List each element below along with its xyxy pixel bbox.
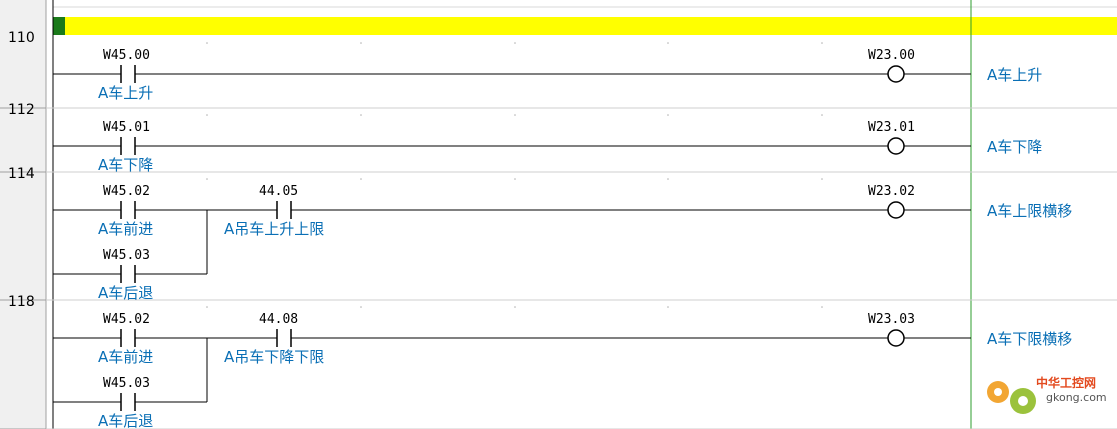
- coil-comment: A车下限横移: [987, 330, 1072, 348]
- watermark-logo: 中华工控网 gkong.com: [987, 375, 1107, 414]
- section-marker-block: [53, 17, 65, 35]
- contact-address: W45.01: [103, 120, 150, 135]
- grid-dot: [821, 42, 823, 44]
- contact-address: 44.08: [259, 312, 298, 327]
- contact-comment: A车上升: [98, 84, 153, 102]
- contact-comment: A车前进: [98, 348, 153, 366]
- contact-address: 44.05: [259, 184, 298, 199]
- contact-address: W45.00: [103, 48, 150, 63]
- contact-comment: A车下降: [98, 156, 153, 174]
- grid-dot: [206, 178, 208, 180]
- grid-dot: [667, 306, 669, 308]
- gear-icon: [987, 381, 1009, 403]
- coil-comment: A车下降: [987, 138, 1042, 156]
- grid-dot: [821, 114, 823, 116]
- coil-comment: A车上限横移: [987, 202, 1072, 220]
- rung-number: 114: [8, 166, 35, 182]
- contact-comment: A吊车上升上限: [224, 220, 324, 238]
- contact-comment: A车前进: [98, 220, 153, 238]
- contact-address: W45.03: [103, 376, 150, 391]
- contact-comment: A吊车下降下限: [224, 348, 324, 366]
- coil-address: W23.00: [868, 48, 915, 63]
- rung-number: 118: [8, 294, 35, 310]
- output-coil[interactable]: [887, 65, 905, 83]
- coil-comment: A车上升: [987, 66, 1042, 84]
- grid-dot: [360, 306, 362, 308]
- grid-dot: [821, 178, 823, 180]
- rung-number-gutter: [0, 0, 46, 429]
- section-marker-bar: [53, 17, 1117, 35]
- coil-address: W23.03: [868, 312, 915, 327]
- grid-dot: [514, 114, 516, 116]
- grid-dot: [667, 42, 669, 44]
- contact-comment: A车后退: [98, 412, 153, 429]
- grid-dot: [206, 306, 208, 308]
- watermark-url: gkong.com: [1046, 391, 1107, 404]
- rung-number: 112: [8, 102, 35, 118]
- contact-address: W45.02: [103, 312, 150, 327]
- watermark-brand: 中华工控网: [1036, 375, 1096, 390]
- grid-dot: [360, 178, 362, 180]
- output-coil[interactable]: [887, 137, 905, 155]
- grid-dot: [514, 178, 516, 180]
- output-coil[interactable]: [887, 201, 905, 219]
- contact-address: W45.02: [103, 184, 150, 199]
- grid-dot: [360, 42, 362, 44]
- coil-address: W23.01: [868, 120, 915, 135]
- gear-icon: [1010, 388, 1036, 414]
- grid-dot: [667, 178, 669, 180]
- grid-dot: [514, 42, 516, 44]
- contact-comment: A车后退: [98, 284, 153, 302]
- contact-address: W45.03: [103, 248, 150, 263]
- grid-dot: [206, 42, 208, 44]
- grid-dot: [360, 114, 362, 116]
- grid-dot: [821, 306, 823, 308]
- output-coil[interactable]: [887, 329, 905, 347]
- coil-address: W23.02: [868, 184, 915, 199]
- grid-dot: [667, 114, 669, 116]
- rung-number: 110: [8, 30, 35, 46]
- grid-dot: [206, 114, 208, 116]
- grid-dot: [514, 306, 516, 308]
